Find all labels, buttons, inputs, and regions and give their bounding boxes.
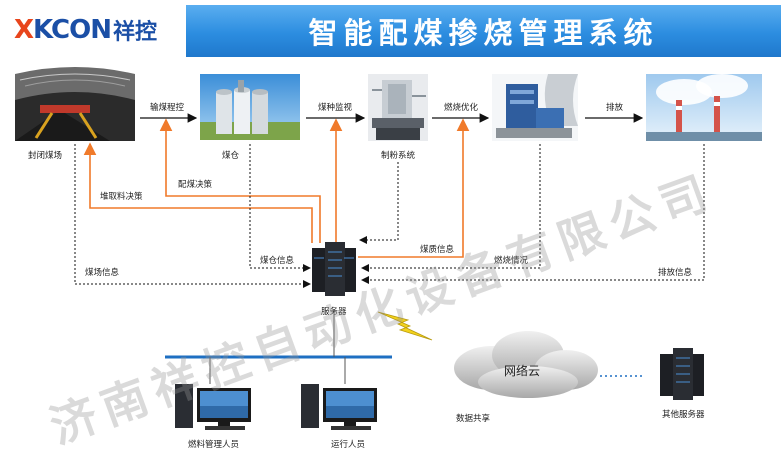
server-icon — [312, 242, 356, 296]
edge-label-combustion-status: 燃烧情况 — [494, 256, 529, 266]
edge-label-quality-info: 煤质信息 — [420, 245, 455, 255]
edge-label-stacking-decision: 堆取料决策 — [100, 192, 143, 202]
node-label-yard: 封闭煤场 — [28, 151, 63, 161]
node-label-data-share: 数据共享 — [456, 414, 491, 424]
edge-label-emission: 排放 — [606, 103, 624, 113]
mill-image — [368, 74, 428, 141]
boiler-image — [492, 74, 578, 141]
node-label-mill: 制粉系统 — [381, 151, 416, 161]
other-servers-icon — [660, 348, 704, 400]
edge-label-emission-info: 排放信息 — [658, 268, 693, 278]
edge-combustion-opt-feed — [358, 118, 470, 258]
node-label-ops-staff: 运行人员 — [331, 440, 366, 450]
logo-text: KCON — [33, 15, 112, 45]
edge-label-conveyor: 输煤程控 — [150, 103, 185, 113]
cloud-icon — [454, 331, 598, 398]
edge-silo-info — [249, 144, 311, 272]
ops-staff-pc-icon — [301, 384, 377, 430]
edge-emission-info — [361, 144, 705, 284]
node-label-silo: 煤仓 — [222, 151, 240, 161]
edge-yard-info — [74, 144, 311, 288]
emission-image — [646, 74, 762, 141]
edge-label-silo-info: 煤仓信息 — [260, 256, 295, 266]
edge-blending-decision — [159, 118, 321, 243]
edge-label-combustion-opt: 燃烧优化 — [444, 103, 479, 113]
node-label-other-servers: 其他服务器 — [662, 410, 705, 420]
logo-mark: X — [14, 15, 34, 45]
node-label-fuel-staff: 燃料管理人员 — [188, 440, 240, 450]
fuel-staff-pc-icon — [175, 384, 251, 430]
coal-silo-image — [200, 74, 300, 140]
node-label-cloud: 网络云 — [504, 364, 541, 378]
edge-label-yard-info: 煤场信息 — [85, 268, 120, 278]
lightning-icon — [377, 311, 433, 341]
edge-label-coal-monitor: 煤种监视 — [318, 103, 353, 113]
page-title: 智能配煤掺烧管理系统 — [308, 16, 659, 50]
title-banner: 智能配煤掺烧管理系统 — [186, 5, 781, 57]
logo-chinese: 祥控 — [112, 20, 157, 45]
company-logo: X KCON 祥控 — [14, 14, 157, 46]
edge-quality-info — [359, 162, 399, 244]
edge-label-blending-decision: 配煤决策 — [178, 180, 213, 190]
coal-yard-image — [15, 67, 135, 141]
node-label-server: 服务器 — [321, 307, 347, 317]
edge-stacking-decision — [83, 142, 313, 243]
edge-combustion-status — [361, 144, 541, 272]
